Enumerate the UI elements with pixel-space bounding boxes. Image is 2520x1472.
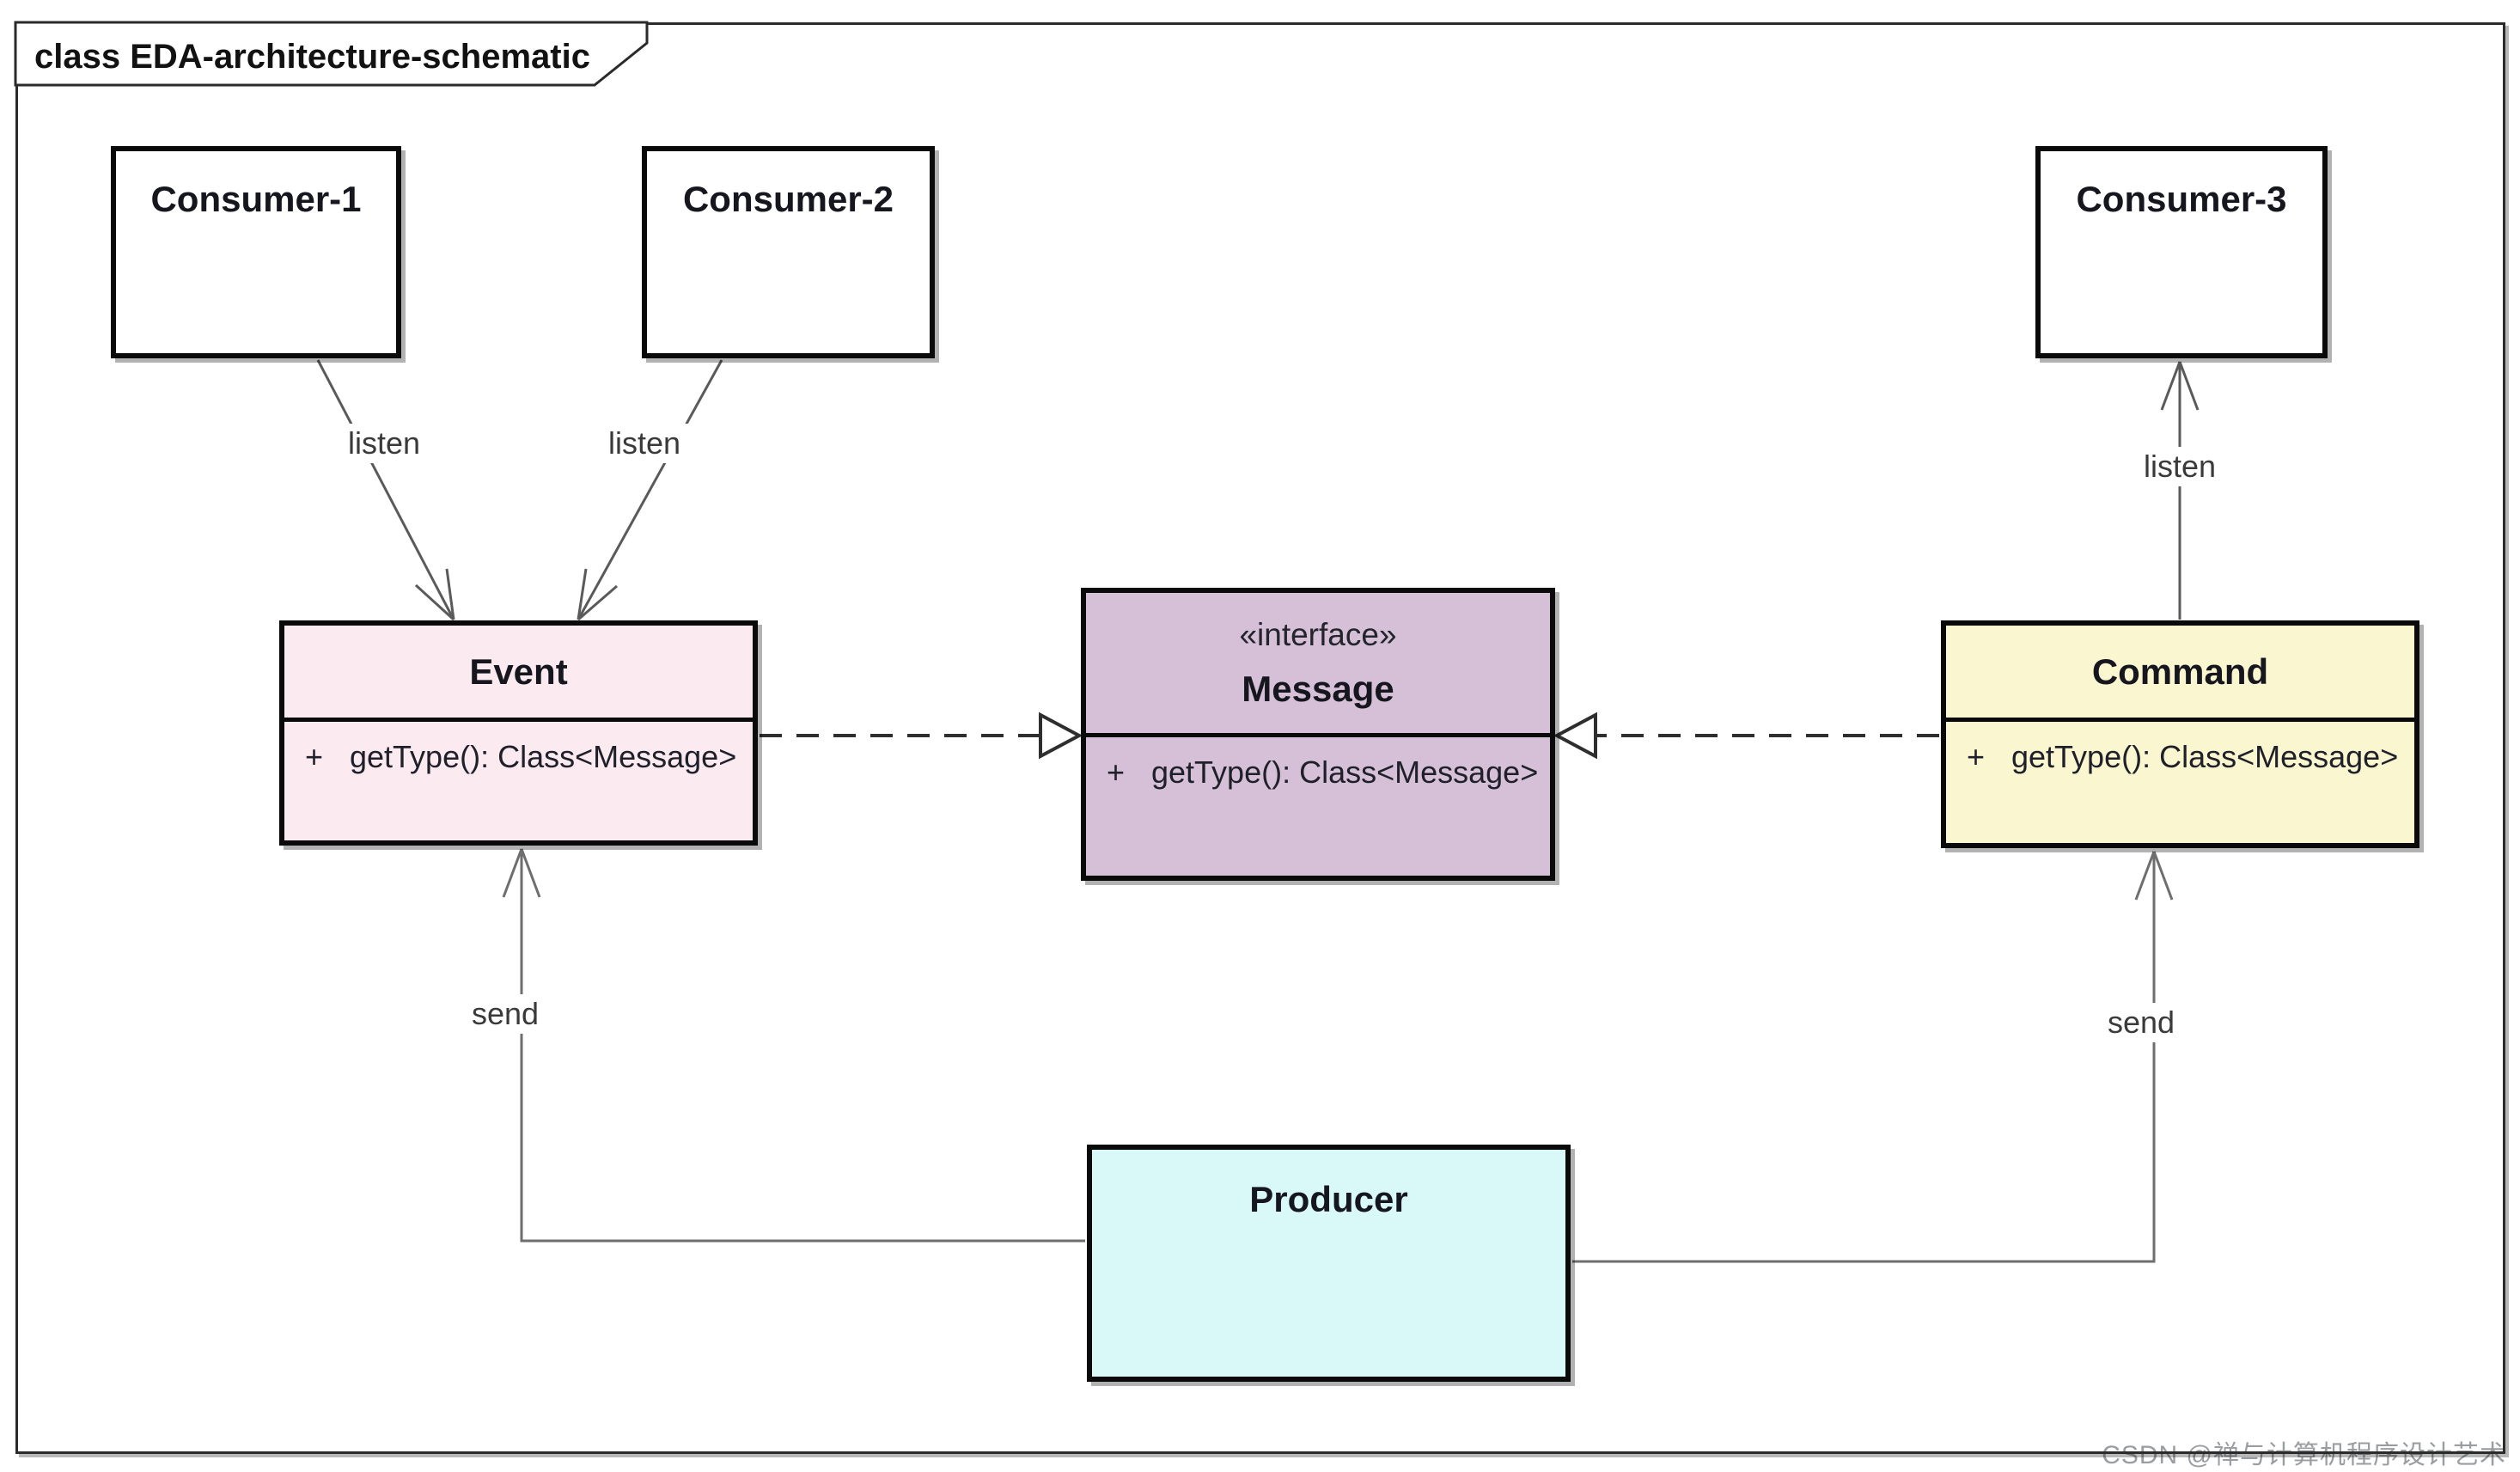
class-consumer-1: Consumer-1 bbox=[111, 146, 401, 358]
operation-signature: getType(): Class<Message> bbox=[2011, 739, 2399, 774]
edge-label-listen-2: listen bbox=[597, 424, 692, 463]
class-command: Command + getType(): Class<Message> bbox=[1941, 620, 2419, 848]
interface-message-header: «interface» Message bbox=[1086, 593, 1550, 733]
interface-message-operation: + getType(): Class<Message> bbox=[1086, 737, 1550, 791]
class-command-members: + getType(): Class<Message> bbox=[1946, 718, 2414, 775]
class-event-name: Event bbox=[469, 650, 568, 692]
class-event-members: + getType(): Class<Message> bbox=[284, 718, 753, 775]
class-consumer-3-name: Consumer-3 bbox=[2076, 179, 2287, 219]
edge-label-send-left: send bbox=[461, 994, 550, 1034]
operation-signature: getType(): Class<Message> bbox=[350, 739, 737, 774]
class-event-operation: + getType(): Class<Message> bbox=[284, 722, 753, 775]
visibility-marker: + bbox=[1967, 739, 1986, 774]
edge-label-listen-1: listen bbox=[337, 424, 431, 463]
stereotype-label: «interface» bbox=[1239, 616, 1397, 652]
class-consumer-3: Consumer-3 bbox=[2035, 146, 2328, 358]
diagram-frame-title: class EDA-architecture-schematic bbox=[34, 38, 590, 76]
interface-message: «interface» Message + getType(): Class<M… bbox=[1081, 588, 1555, 881]
class-event: Event + getType(): Class<Message> bbox=[279, 620, 758, 846]
visibility-marker: + bbox=[305, 739, 324, 774]
class-consumer-2: Consumer-2 bbox=[642, 146, 935, 358]
visibility-marker: + bbox=[1107, 754, 1126, 790]
class-consumer-1-name: Consumer-1 bbox=[150, 179, 362, 219]
diagram-frame bbox=[15, 22, 2505, 1454]
class-command-operation: + getType(): Class<Message> bbox=[1946, 722, 2414, 775]
operation-signature: getType(): Class<Message> bbox=[1151, 754, 1539, 790]
edge-label-send-right: send bbox=[2096, 1003, 2186, 1042]
edge-label-listen-3: listen bbox=[2133, 447, 2227, 486]
watermark: CSDN @禅与计算机程序设计艺术 bbox=[2102, 1441, 2506, 1469]
class-producer-name: Producer bbox=[1249, 1179, 1408, 1219]
class-command-name: Command bbox=[2091, 650, 2269, 692]
interface-message-name: Message bbox=[1242, 668, 1394, 709]
interface-message-members: + getType(): Class<Message> bbox=[1086, 733, 1550, 791]
class-consumer-2-name: Consumer-2 bbox=[682, 179, 894, 219]
class-producer: Producer bbox=[1087, 1145, 1571, 1382]
